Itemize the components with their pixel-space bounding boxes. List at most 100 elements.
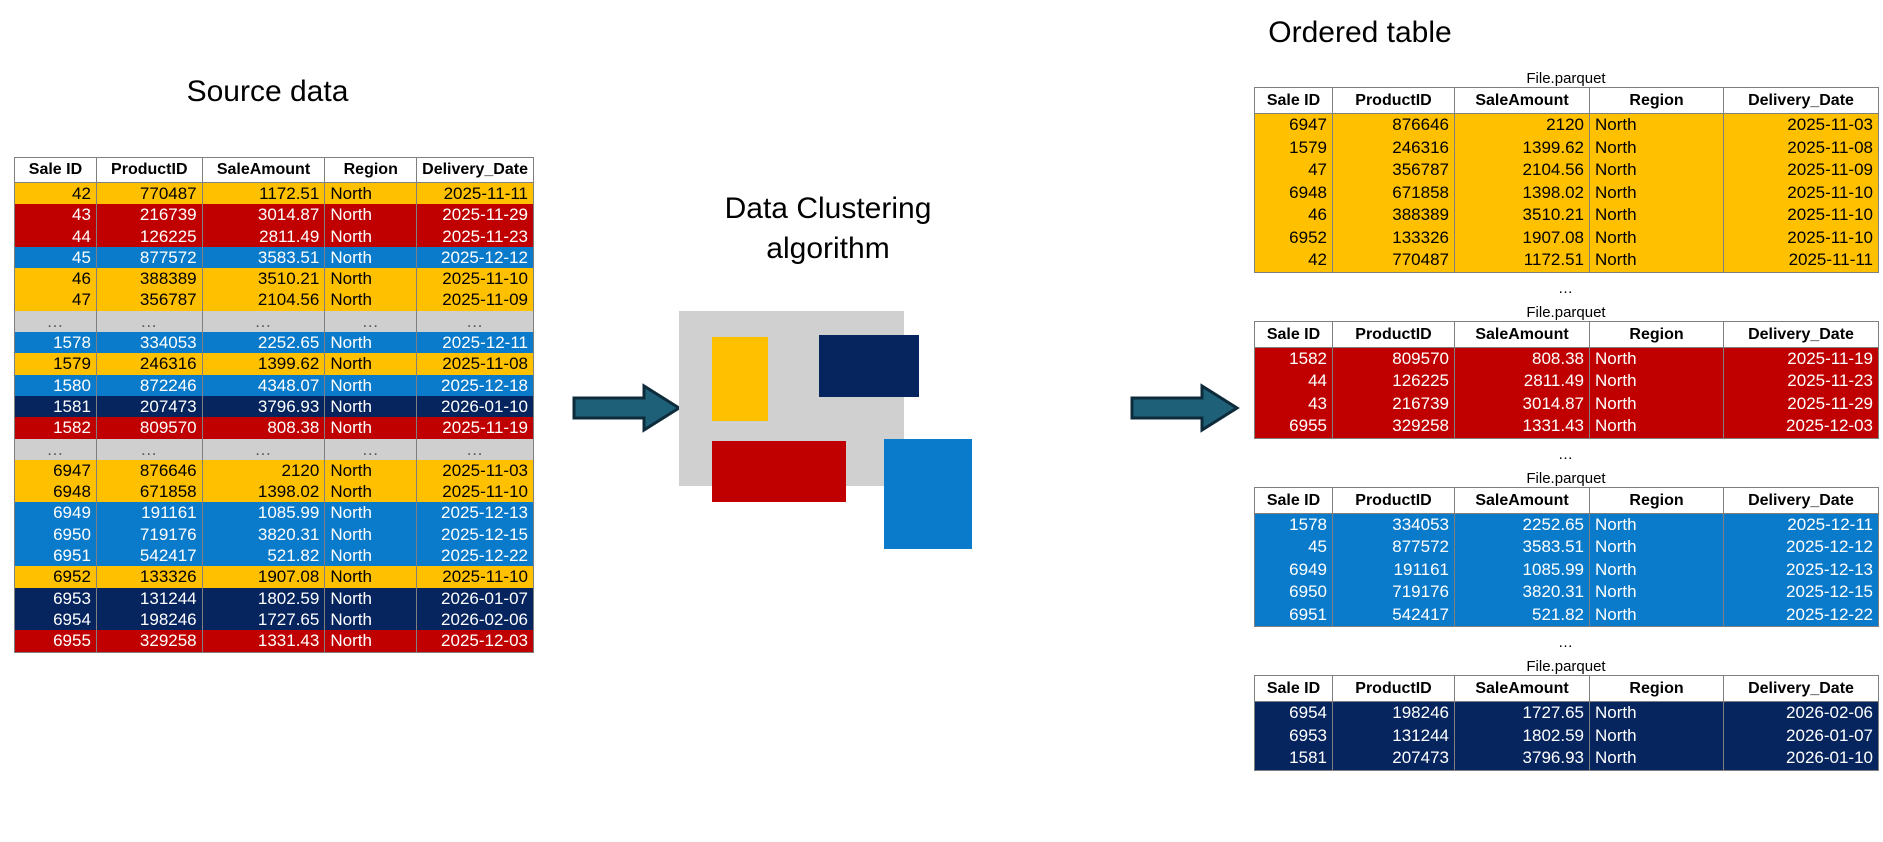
cell-productid: 334053 [1332,513,1455,536]
cell-saleamount: 1331.43 [1454,415,1590,439]
cell-productid: 246316 [1332,136,1455,159]
cell-delivery-date: 2025-11-08 [416,353,534,375]
column-header-region: Region [1589,87,1724,114]
cell-delivery-date: 2026-02-06 [1723,701,1879,725]
cell-saleamount: 2104.56 [1454,159,1590,182]
cell-sale-id: 6950 [1254,581,1333,604]
cell-sale-id: 1579 [14,353,97,375]
cell-saleamount: 3583.51 [1454,536,1590,559]
cell-sale-id: 1581 [14,395,97,418]
file-label: File.parquet [1526,469,1606,487]
cell-saleamount: 2811.49 [1454,370,1590,393]
cell-saleamount: 1802.59 [1454,724,1590,747]
column-header-saleamount: SaleAmount [201,157,326,183]
cell-saleamount: 3014.87 [201,204,326,226]
cell-saleamount: 2252.65 [1454,513,1590,536]
cell-productid: 126225 [1332,370,1455,393]
column-header-region: Region [1589,675,1724,702]
cell-saleamount: 3820.31 [1454,581,1590,604]
cell-productid: 131244 [95,587,203,609]
cell-sale-id: 6950 [14,523,97,546]
page-title-algorithm-line1: Data Clustering [724,192,932,225]
cell-region: North [324,417,418,439]
cell-sale-id: 6954 [14,608,97,631]
cell-saleamount: 1399.62 [201,353,326,375]
cell-productid: 198246 [1332,701,1455,725]
cell-delivery-date: 2025-11-29 [1723,392,1879,415]
cell-sale-id: 1578 [1254,513,1333,536]
cell-region: North [1589,603,1724,627]
cell-sale-id: 45 [1254,536,1333,559]
cell-saleamount: 1907.08 [1454,226,1590,249]
cell-delivery-date: 2025-11-19 [1723,347,1879,370]
cell-region: North [1589,558,1724,581]
column-header-region: Region [324,157,418,183]
table-row: …………… [14,310,534,333]
cell-saleamount: … [201,310,326,333]
table-row: …………… [14,438,534,460]
column-header-saleamount: SaleAmount [1454,87,1590,114]
cell-saleamount: 808.38 [201,417,326,439]
cell-sale-id: 42 [14,182,97,205]
cell-delivery-date: 2026-01-07 [416,587,534,609]
cell-delivery-date: 2025-12-03 [416,630,534,653]
cell-saleamount: 1172.51 [201,182,326,205]
cell-delivery-date: 2025-11-19 [416,417,534,439]
cell-region: North [324,566,418,588]
cell-saleamount: 808.38 [1454,347,1590,370]
cell-sale-id: 43 [14,204,97,226]
cell-sale-id: 46 [14,268,97,290]
cell-saleamount: 521.82 [1454,603,1590,627]
cell-productid: 246316 [95,353,203,375]
cell-sale-id: 6951 [1254,603,1333,627]
cell-productid: 207473 [1332,747,1455,771]
cell-delivery-date: 2025-12-18 [416,374,534,396]
cell-sale-id: 47 [1254,159,1333,182]
column-header-productid: ProductID [1332,486,1455,514]
cell-productid: 329258 [1332,415,1455,439]
cell-productid: 207473 [95,395,203,418]
cell-sale-id: 6949 [14,502,97,524]
cell-delivery-date: 2025-12-12 [1723,536,1879,559]
cell-delivery-date: 2025-11-11 [416,182,534,205]
cell-saleamount: 3014.87 [1454,392,1590,415]
cell-productid: 191161 [95,502,203,524]
cell-saleamount: 1398.02 [201,481,326,503]
cell-region: North [324,268,418,290]
column-header-productid: ProductID [95,157,203,183]
cell-sale-id: 6952 [1254,226,1333,249]
cell-delivery-date: 2025-11-11 [1723,249,1879,273]
cell-productid: 133326 [95,566,203,588]
cell-productid: 356787 [1332,159,1455,182]
column-header-delivery-date: Delivery_Date [1723,87,1879,114]
cell-productid: 388389 [95,268,203,290]
ellipsis-separator: … [1558,634,1574,651]
cell-sale-id: 47 [14,289,97,311]
cell-region: North [1589,724,1724,747]
cell-delivery-date: 2025-11-10 [416,566,534,588]
cell-productid: 877572 [95,246,203,269]
file-label: File.parquet [1526,70,1606,87]
cell-saleamount: 1331.43 [201,630,326,653]
cell-sale-id: 44 [14,225,97,247]
cell-saleamount: 521.82 [201,545,326,567]
